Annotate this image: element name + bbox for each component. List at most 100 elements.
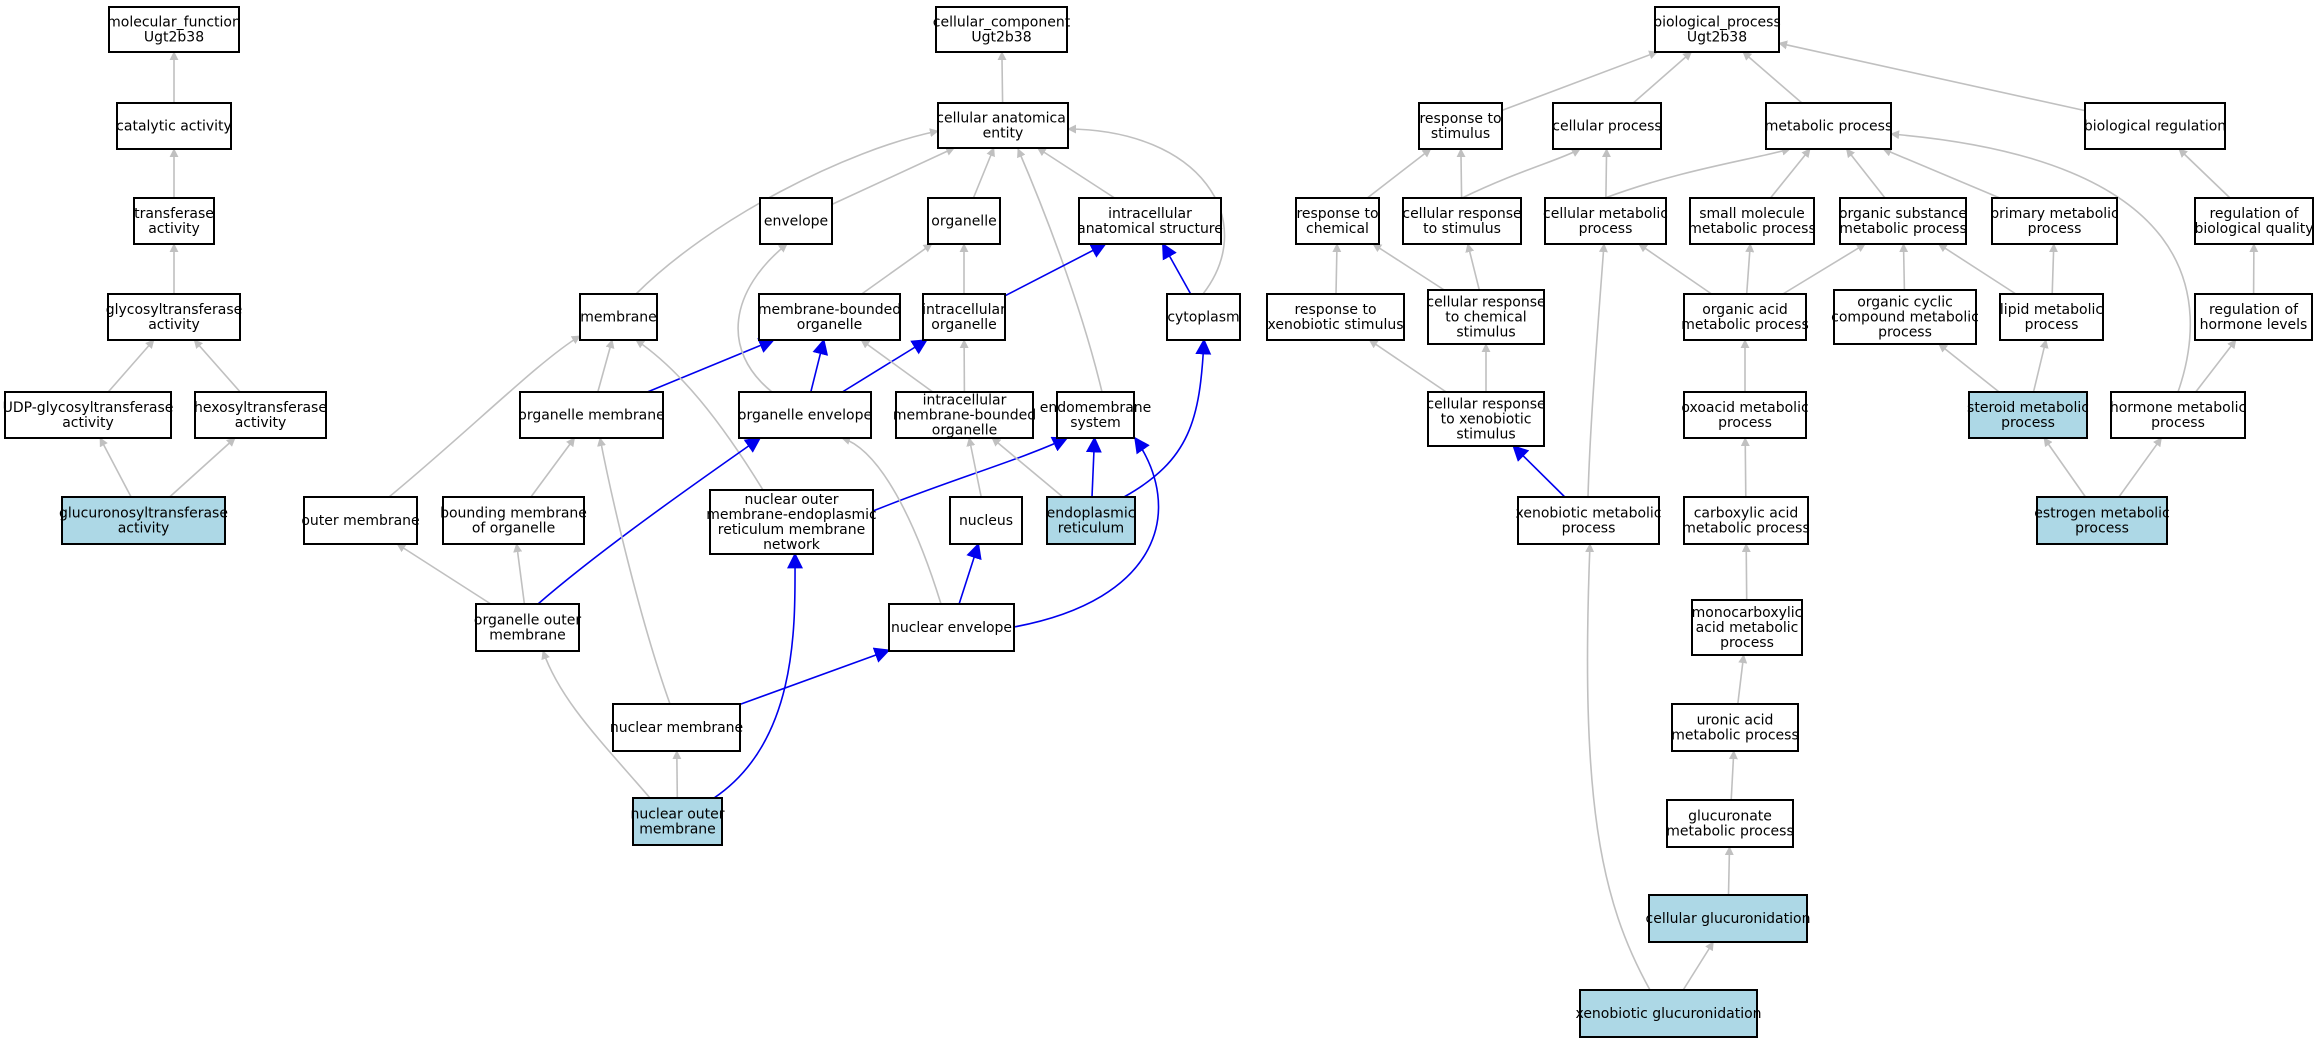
- node-label-line: metabolic process: [1682, 521, 1810, 537]
- node-met-proc[interactable]: metabolic process: [1765, 102, 1893, 150]
- node-label-line: cytoplasm: [1167, 310, 1239, 326]
- node-org-membrane[interactable]: organelle membrane: [518, 391, 665, 439]
- edge-bounding-to-org_membrane: [530, 437, 576, 498]
- node-label-line: cellular glucuronidation: [1646, 911, 1811, 927]
- node-label-line: process: [2025, 317, 2079, 333]
- node-nuc-membrane[interactable]: nuclear membrane: [610, 703, 743, 752]
- node-label-line: activity: [148, 317, 200, 333]
- node-envelope[interactable]: envelope: [759, 197, 833, 245]
- node-cell-gluc[interactable]: cellular glucuronidation: [1646, 894, 1811, 943]
- node-bio-reg[interactable]: biological regulation: [2084, 102, 2226, 150]
- node-label-line: primary metabolic: [1990, 206, 2119, 222]
- edge-outer_membrane-to-membrane: [388, 335, 581, 498]
- node-box: [709, 489, 874, 555]
- node-label-line: activity: [62, 415, 114, 431]
- node-nomer[interactable]: nuclear outermembrane-endoplasmicreticul…: [706, 489, 877, 555]
- node-label-line: organelle: [931, 214, 996, 230]
- edge-org_membrane-to-mbo: [647, 338, 776, 393]
- node-label-line: to xenobiotic: [1441, 412, 1532, 428]
- node-nucleus[interactable]: nucleus: [949, 496, 1023, 545]
- node-label-line: membrane: [580, 310, 657, 326]
- node-label-line: biological quality: [2194, 221, 2313, 237]
- edge-org_envelope-to-envelope: [737, 243, 788, 393]
- node-label-line: nuclear outer: [744, 492, 838, 508]
- node-nuc-envelope[interactable]: nuclear envelope: [888, 603, 1015, 652]
- edge-endomembrane-to-cae: [1017, 148, 1103, 393]
- node-box: [1078, 197, 1222, 245]
- node-cell-proc[interactable]: cellular process: [1552, 102, 1662, 150]
- node-label-line: oxoacid metabolic: [1681, 400, 1808, 416]
- node-label-line: metabolic process: [1765, 119, 1893, 135]
- edge-nuc_membrane-to-org_membrane: [597, 437, 671, 705]
- node-label-line: process: [1579, 221, 1633, 237]
- node-membrane[interactable]: membrane: [579, 293, 658, 341]
- edge-org_membrane-to-membrane: [597, 339, 615, 393]
- edge-glucuronosyl-to-hexosyl: [169, 437, 236, 498]
- edge-org_envelope-to-mbo: [810, 338, 829, 393]
- node-label-line: metabolic process: [1681, 317, 1809, 333]
- edge-cell_resp_chem-to-cell_resp_stim: [1465, 243, 1481, 291]
- edge-xeno_met-to-cell_met: [1587, 243, 1608, 498]
- node-box: [1427, 391, 1545, 447]
- node-label-line: metabolic process: [1671, 728, 1799, 744]
- node-outer-membrane[interactable]: outer membrane: [301, 496, 420, 545]
- node-box: [1402, 197, 1522, 245]
- node-label-line: steroid metabolic: [1967, 400, 2089, 416]
- node-catalytic[interactable]: catalytic activity: [116, 102, 232, 150]
- node-label-line: nuclear membrane: [610, 720, 743, 736]
- node-box: [758, 293, 901, 341]
- node-box: [107, 293, 241, 341]
- node-xeno-gluc[interactable]: xenobiotic glucuronidation: [1575, 989, 1762, 1038]
- node-label-line: reticulum: [1058, 521, 1124, 537]
- node-org-envelope[interactable]: organelle envelope: [738, 391, 872, 439]
- node-box: [1544, 197, 1667, 245]
- node-label-line: compound metabolic: [1831, 310, 1979, 326]
- node-box: [579, 293, 658, 341]
- node-cytoplasm[interactable]: cytoplasm: [1166, 293, 1241, 341]
- node-organelle[interactable]: organelle: [927, 197, 1001, 245]
- node-label-line: chemical: [1306, 221, 1369, 237]
